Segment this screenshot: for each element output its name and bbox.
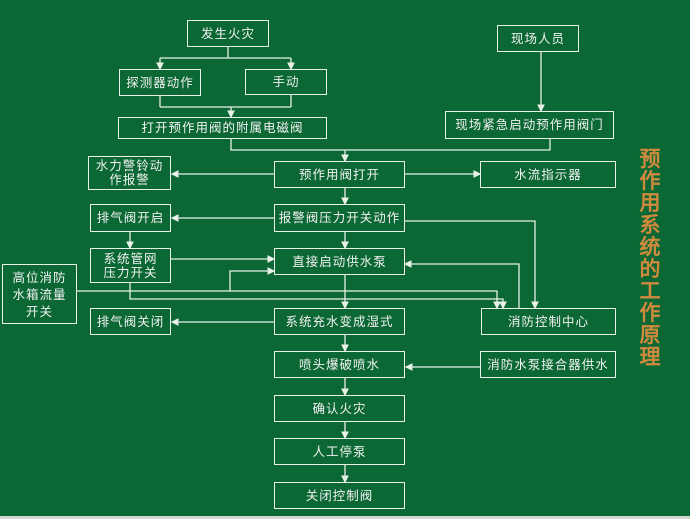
node-solenoid: 打开预作用阀的附属电磁阀 [118,117,327,139]
connector [229,267,276,291]
node-valve-open: 预作用阀打开 [274,161,405,188]
connector [129,283,507,310]
node-stop-pump: 人工停泵 [274,438,405,465]
node-manual: 手动 [245,69,327,95]
connector [230,139,551,151]
node-close-valve: 关闭控制阀 [274,482,405,509]
node-flow-indicator: 水流指示器 [480,161,616,188]
node-pump-adapter: 消防水泵接合器供水 [480,351,616,378]
node-wet-system: 系统充水变成湿式 [274,308,405,335]
node-start-pump: 直接启动供水泵 [274,248,405,275]
node-pressure-switch-action: 报警阀压力开关动作 [274,204,405,232]
node-confirm-fire: 确认火灾 [274,395,405,422]
bottom-border [0,516,690,519]
connector [160,47,291,59]
node-control-center: 消防控制中心 [481,308,616,335]
node-pipe-pressure-switch: 系统管网压力开关 [90,248,171,283]
connector [77,290,501,310]
node-vent-open: 排气阀开启 [90,204,171,232]
node-onsite-emergency: 现场紧急启动预作用阀门 [445,111,614,139]
connector [159,95,292,108]
node-vent-close: 排气阀关闭 [90,308,171,335]
node-tank-flow-switch: 高位消防水箱流量开关 [2,264,77,324]
node-detector: 探测器动作 [119,69,201,96]
node-onsite-staff: 现场人员 [497,25,579,52]
connector [403,260,520,308]
node-fire: 发生火灾 [187,20,269,47]
diagram-title: 预作用系统的工作原理 [639,146,661,369]
node-sprinkler-burst: 喷头爆破喷水 [274,351,405,378]
connector [405,220,539,310]
node-water-bell: 水力警铃动作报警 [88,156,171,190]
